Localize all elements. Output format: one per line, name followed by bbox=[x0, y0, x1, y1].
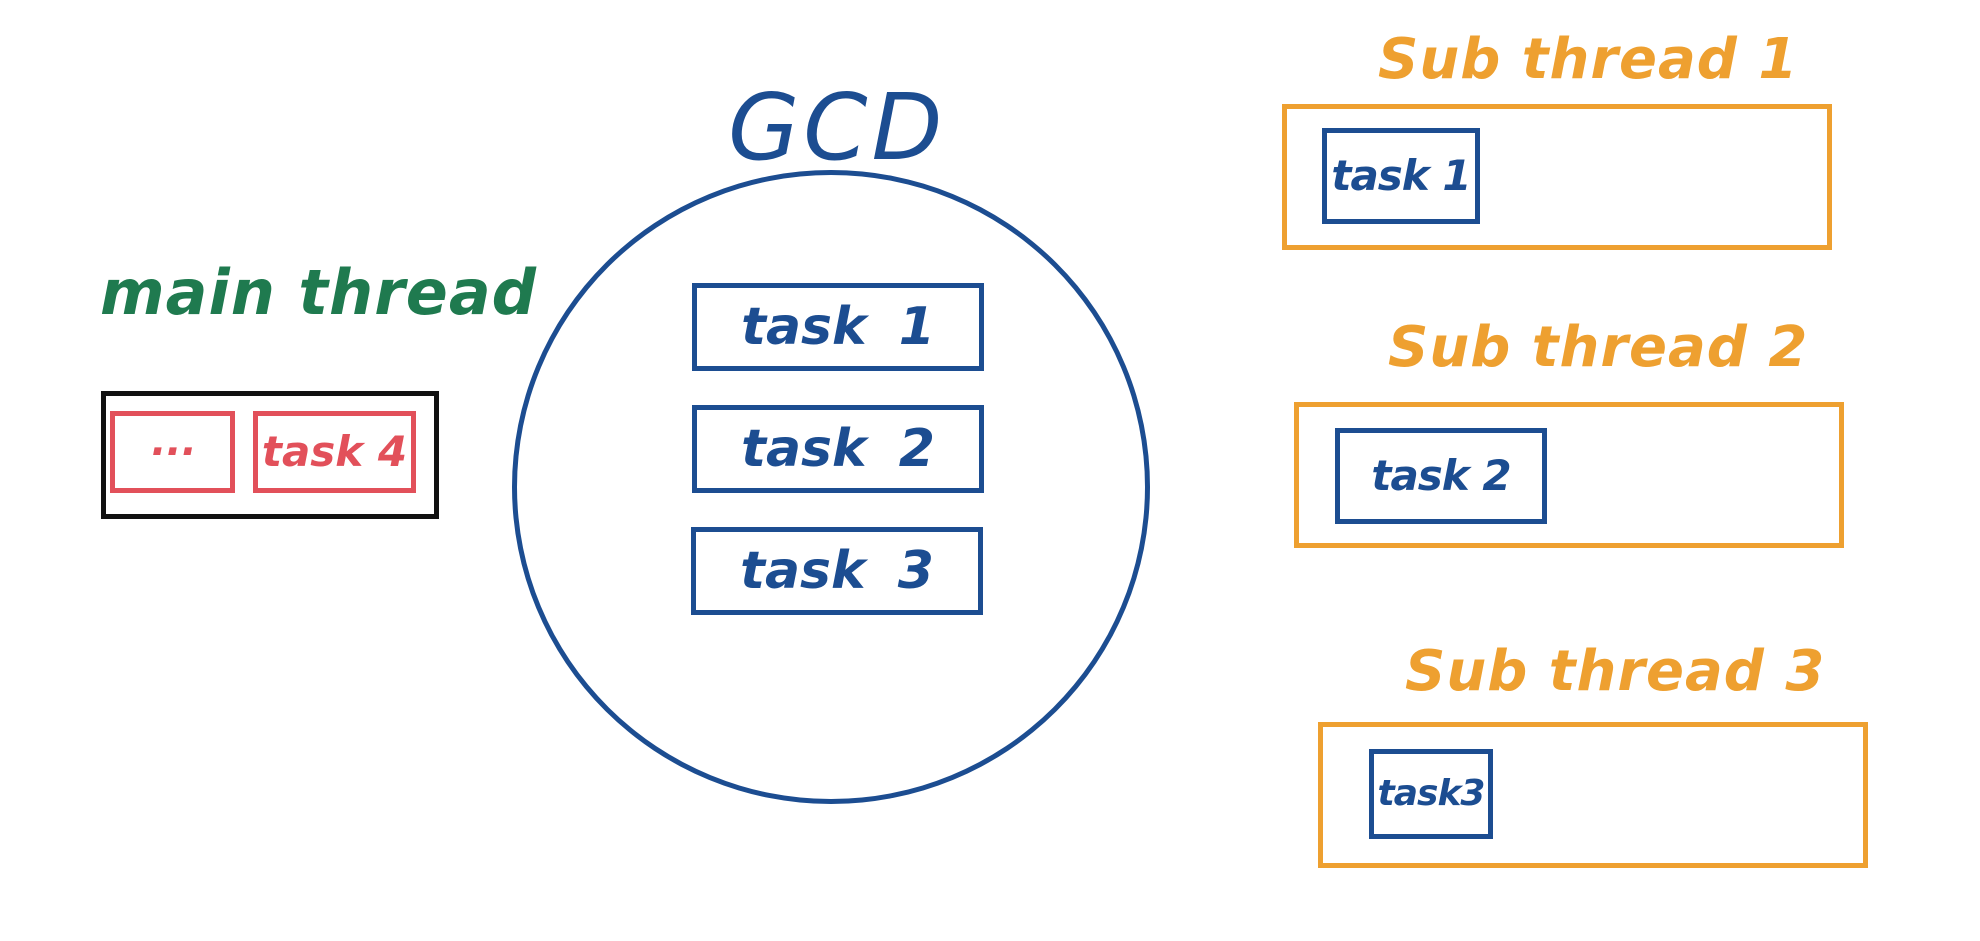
main-thread-ellipsis: ··· bbox=[110, 411, 235, 493]
gcd-task-3: task 3 bbox=[691, 527, 983, 615]
sub-thread-2-title: Sub thread 2 bbox=[1388, 315, 1809, 380]
main-thread-box bbox=[101, 391, 439, 519]
sub-thread-1-task: task 1 bbox=[1322, 128, 1480, 224]
gcd-title: GCD bbox=[728, 74, 947, 181]
sub-thread-1-title: Sub thread 1 bbox=[1378, 27, 1799, 92]
main-thread-task-4: task 4 bbox=[253, 411, 416, 493]
sub-thread-3-box bbox=[1318, 722, 1868, 868]
gcd-task-2: task 2 bbox=[692, 405, 984, 493]
sub-thread-2-box bbox=[1294, 402, 1844, 548]
main-thread-title: main thread bbox=[100, 256, 538, 329]
sub-thread-3-title: Sub thread 3 bbox=[1405, 639, 1826, 704]
gcd-queue-circle bbox=[512, 170, 1150, 804]
gcd-task-1: task 1 bbox=[692, 283, 984, 371]
sub-thread-1-box bbox=[1282, 104, 1832, 250]
sub-thread-3-task: task3 bbox=[1369, 749, 1493, 839]
sub-thread-2-task: task 2 bbox=[1335, 428, 1547, 524]
